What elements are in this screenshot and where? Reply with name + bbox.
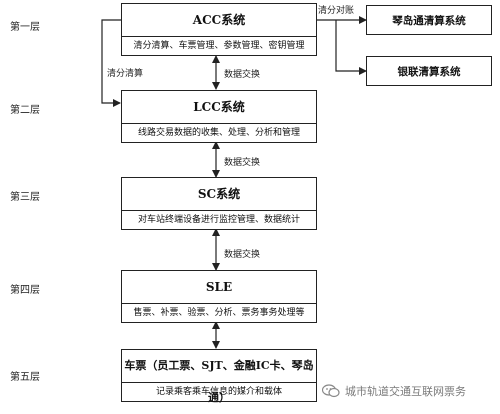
arrow-acc-unionpay	[335, 20, 367, 75]
layer-label-1: 第一层	[10, 22, 40, 33]
reconcile-label: 清分对账	[318, 3, 355, 16]
lcc-system-box: LCC系统 线路交易数据的收集、处理、分析和管理	[121, 90, 317, 143]
ticket-desc: 记录乘客乘车信息的媒介和载体	[155, 387, 282, 397]
ticket-box: 车票（员工票、SJT、金融IC卡、琴岛通） 记录乘客乘车信息的媒介和载体	[121, 349, 317, 404]
layer-label-5: 第五层	[10, 372, 40, 383]
layer-label-2: 第二层	[10, 105, 40, 116]
sle-title: SLE	[122, 271, 316, 304]
acc-system-title: ACC系统	[122, 4, 316, 37]
qindaotong-clearing-box: 琴岛通清算系统	[366, 5, 492, 35]
layer-label-4: 第四层	[10, 285, 40, 296]
arrow-clearing-loop	[101, 19, 121, 107]
layer-label-3: 第三层	[10, 192, 40, 203]
sc-system-box: SC系统 对车站终端设备进行监控管理、数据统计	[121, 177, 317, 230]
data-exchange-label-3: 数据交换	[224, 247, 261, 260]
ticket-title: 车票（员工票、SJT、金融IC卡、琴岛通）	[122, 350, 316, 404]
acc-system-box: ACC系统 清分清算、车票管理、参数管理、密钥管理	[121, 3, 317, 56]
sc-system-title: SC系统	[122, 178, 316, 211]
wechat-icon	[321, 384, 340, 398]
clearing-settle-label: 清分清算	[107, 66, 144, 79]
watermark: 城市轨道交通互联网票务	[321, 383, 466, 399]
data-exchange-label-2: 数据交换	[224, 155, 261, 168]
sle-box: SLE 售票、补票、验票、分析、票务事务处理等	[121, 270, 317, 323]
lcc-system-title: LCC系统	[122, 91, 316, 124]
sc-system-desc: 对车站终端设备进行监控管理、数据统计	[137, 215, 300, 225]
watermark-text: 城市轨道交通互联网票务	[345, 385, 466, 398]
data-exchange-label-1: 数据交换	[224, 67, 261, 80]
unionpay-clearing-box: 银联清算系统	[366, 56, 492, 86]
sle-desc: 售票、补票、验票、分析、票务事务处理等	[133, 308, 305, 318]
acc-system-desc: 清分清算、车票管理、参数管理、密钥管理	[133, 41, 305, 51]
lcc-system-desc: 线路交易数据的收集、处理、分析和管理	[137, 128, 300, 138]
